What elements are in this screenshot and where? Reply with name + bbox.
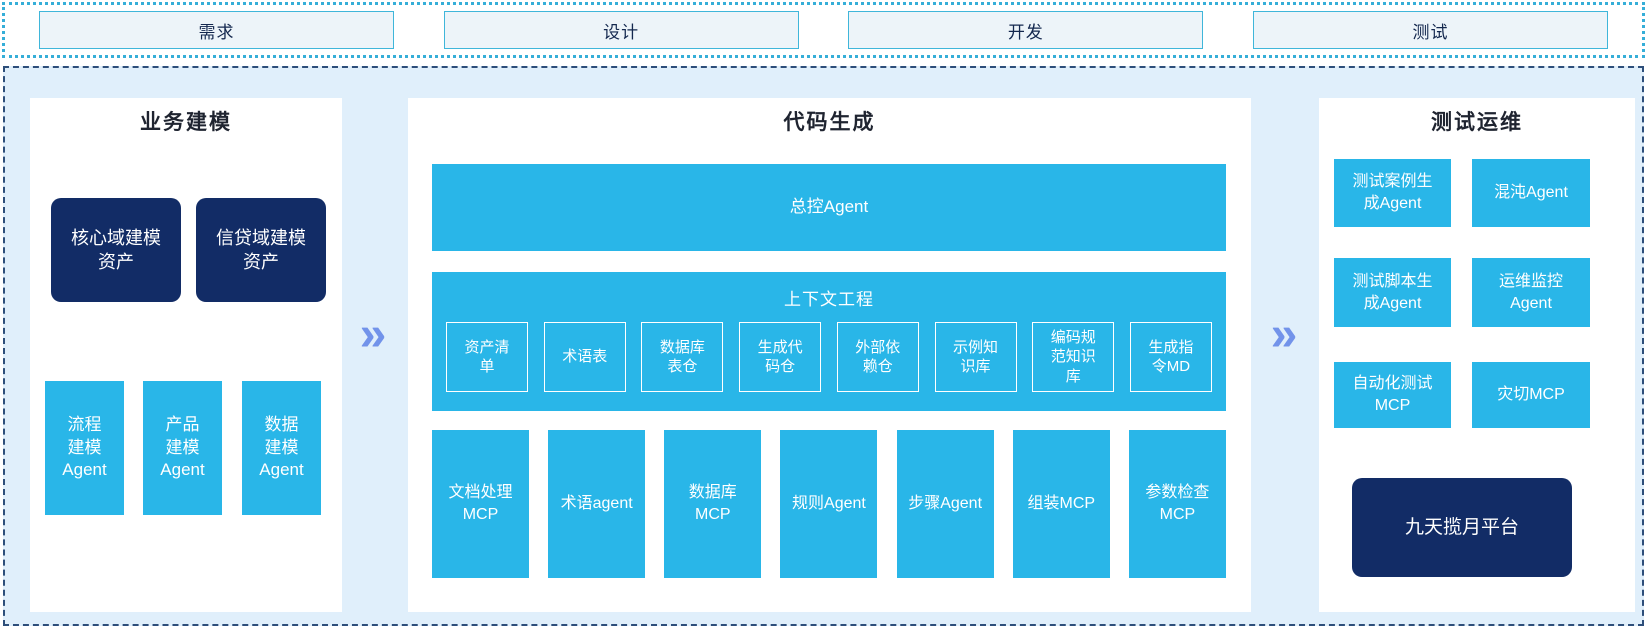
phase-strip: 需求 设计 开发 测试 bbox=[2, 2, 1645, 58]
box-assembly-mcp: 组装MCP bbox=[1012, 430, 1110, 578]
flow-arrow-icon: » bbox=[359, 308, 387, 361]
box-credit-domain-modeling-assets: 信贷域建模 资产 bbox=[196, 198, 326, 302]
box-asset-inventory: 资产清 单 bbox=[446, 322, 528, 392]
panel-test-ops: 测试运维 测试案例生 成Agent 混沌Agent 测试脚本生 成Agent 运… bbox=[1319, 98, 1635, 612]
box-rule-agent: 规则Agent bbox=[780, 430, 878, 578]
panel-title-code-generation: 代码生成 bbox=[783, 111, 876, 134]
box-test-script-generation-agent: 测试脚本生 成Agent bbox=[1334, 258, 1451, 327]
context-engineering-title: 上下文工程 bbox=[784, 289, 874, 309]
box-core-domain-modeling-assets: 核心域建模 资产 bbox=[51, 198, 181, 302]
code-generation-tools-row: 文档处理 MCP 术语agent 数据库 MCP 规则Agent 步骤Agent… bbox=[432, 430, 1226, 578]
box-generated-code-repo: 生成代 码仓 bbox=[739, 322, 822, 392]
panel-title-business-modeling: 业务建模 bbox=[140, 111, 232, 134]
flow-arrow-icon: » bbox=[1270, 308, 1298, 361]
box-document-processing-mcp: 文档处理 MCP bbox=[432, 430, 529, 578]
box-data-modeling-agent: 数据 建模 Agent bbox=[242, 381, 321, 515]
box-database-table-repo: 数据库 表仓 bbox=[641, 322, 724, 392]
box-external-dependency-repo: 外部依 赖仓 bbox=[836, 322, 919, 392]
box-coding-standard-knowledge-base: 编码规 范知识 库 bbox=[1032, 322, 1115, 392]
box-database-mcp: 数据库 MCP bbox=[664, 430, 762, 578]
box-jiutian-lanyue-platform: 九天揽月平台 bbox=[1352, 478, 1572, 577]
box-disaster-switch-mcp: 灾切MCP bbox=[1472, 362, 1590, 428]
box-process-modeling-agent: 流程 建模 Agent bbox=[45, 381, 124, 515]
box-example-knowledge-base: 示例知 识库 bbox=[934, 322, 1017, 392]
box-glossary: 术语表 bbox=[543, 322, 626, 392]
main-container: 业务建模 核心域建模 资产 信贷域建模 资产 流程 建模 Agent 产品 建模… bbox=[3, 66, 1644, 626]
box-chaos-agent: 混沌Agent bbox=[1472, 159, 1590, 227]
panel-title-test-ops: 测试运维 bbox=[1431, 111, 1523, 134]
phase-testing: 测试 bbox=[1252, 11, 1608, 49]
box-automated-testing-mcp: 自动化测试 MCP bbox=[1334, 362, 1451, 428]
phase-design: 设计 bbox=[443, 11, 799, 49]
box-test-case-generation-agent: 测试案例生 成Agent bbox=[1334, 159, 1451, 227]
phase-development: 开发 bbox=[848, 11, 1204, 49]
box-step-agent: 步骤Agent bbox=[896, 430, 994, 578]
box-parameter-check-mcp: 参数检查 MCP bbox=[1128, 430, 1226, 578]
box-master-control-agent: 总控Agent bbox=[432, 164, 1226, 251]
panel-business-modeling: 业务建模 核心域建模 资产 信贷域建模 资产 流程 建模 Agent 产品 建模… bbox=[30, 98, 342, 612]
context-engineering-block: 上下文工程 资产清 单 术语表 数据库 表仓 生成代 码仓 外部依 赖仓 示例知… bbox=[432, 272, 1226, 411]
panel-code-generation: 代码生成 总控Agent 上下文工程 资产清 单 术语表 数据库 表仓 生成代 … bbox=[408, 98, 1251, 612]
box-ops-monitoring-agent: 运维监控 Agent bbox=[1472, 258, 1590, 327]
phase-requirements: 需求 bbox=[39, 11, 394, 49]
box-glossary-agent: 术语agent bbox=[548, 430, 646, 578]
context-engineering-items: 资产清 单 术语表 数据库 表仓 生成代 码仓 外部依 赖仓 示例知 识库 编码… bbox=[446, 322, 1212, 392]
box-product-modeling-agent: 产品 建模 Agent bbox=[143, 381, 222, 515]
box-generation-instruction-md: 生成指 令MD bbox=[1129, 322, 1212, 392]
